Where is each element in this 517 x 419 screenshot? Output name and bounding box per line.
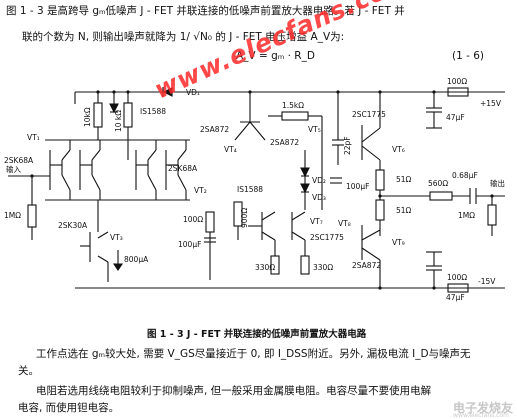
equation-number: (1 - 6) — [452, 50, 485, 62]
paragraph-1-line-1: 工作点选在 gₘ较大处, 需要 V_GS尽量接近于 0, 即 I_DSS附近。另… — [36, 348, 471, 360]
label-sk30a: 2SK30A — [58, 221, 88, 230]
paragraph-1: 工作点选在 gₘ较大处, 需要 V_GS尽量接近于 0, 即 I_DSS附近。另… — [18, 346, 506, 380]
label-2sc1775-b: 2SC1775 — [310, 233, 344, 242]
label-input: 输入 — [6, 164, 21, 174]
label-r560: 560Ω — [428, 179, 448, 188]
label-2sc1775-a: 2SC1775 — [352, 110, 386, 119]
label-r100-l: 100Ω — [183, 215, 203, 224]
label-is1588-b: IS1588 — [237, 185, 263, 194]
figure-caption: 图 1 - 3 J - FET 并联连接的低噪声前置放大器电路 — [147, 329, 367, 340]
paragraph-2-line-1: 电阻若选用线绕电阻较利于抑制噪声, 但一般采用金属膜电阻。电容尽量不要使用电解 — [36, 385, 432, 397]
label-r330-2: 330Ω — [313, 263, 333, 272]
label-r100-bot: 100Ω — [447, 273, 467, 282]
label-c22p: 22pF — [343, 136, 352, 155]
label-output: 输出 — [490, 178, 505, 188]
label-vd1: VD₁ — [186, 88, 200, 97]
label-c068: 0.68μF — [452, 171, 478, 180]
label-c47-bot: 47μF — [446, 293, 465, 302]
label-vt3: VT₃ — [110, 233, 123, 242]
circuit-schematic: VD₁ 100Ω +15V 47μF 10kΩ 10 kΩ IS1588 1.5… — [4, 77, 505, 302]
label-vt4: VT₄ — [224, 145, 237, 154]
paragraph-2-line-2: 电容, 而使用钽电容。 — [18, 402, 120, 414]
label-vt9: VT₉ — [392, 238, 405, 247]
label-vd2: VD₂ — [312, 176, 326, 185]
label-r100-top: 100Ω — [447, 77, 467, 86]
site-logo: 电子发烧友 — [452, 401, 513, 415]
label-2sa872-b: 2SA872 — [270, 138, 299, 147]
label-vt7: VT₇ — [310, 217, 323, 226]
paragraph-1-line-2: 关。 — [18, 365, 39, 377]
label-2sk68a-2: 2SK68A — [168, 164, 198, 173]
equation: A_V = gₘ · R_D — [236, 50, 315, 62]
intro-line-2: 联的个数为 N, 则输出噪声就降为 1/ √N₀ 的 J - FET 电压增益 … — [22, 31, 345, 43]
label-r1m-in: 1MΩ — [4, 211, 21, 220]
label-minus15v: -15V — [478, 277, 496, 286]
label-vt5: VT₅ — [308, 125, 321, 134]
label-2sk68a-1: 2SK68A — [4, 156, 34, 165]
label-vt1: VT₁ — [27, 133, 40, 142]
label-vt6: VT₆ — [392, 145, 405, 154]
label-vt8: VT₈ — [338, 219, 351, 228]
label-vd3: VD₃ — [312, 193, 326, 202]
paragraph-2: 电阻若选用线绕电阻较利于抑制噪声, 但一般采用金属膜电阻。电容尽量不要使用电解 … — [18, 383, 506, 417]
label-r900: 900Ω — [240, 208, 249, 228]
label-r330-1: 330Ω — [255, 263, 275, 272]
site-logo-url: www.elecfans.com — [453, 412, 509, 419]
label-c100-mid: 100μF — [346, 182, 369, 191]
label-plus15v: +15V — [480, 99, 502, 108]
label-is1588-a: IS1588 — [140, 107, 166, 116]
label-2sa872-a: 2SA872 — [200, 125, 229, 134]
label-2sa872-c: 2SA872 — [352, 261, 381, 270]
label-r51-2: 51Ω — [396, 206, 412, 215]
label-800ua: 800μA — [124, 255, 149, 264]
label-c100-l: 100μF — [178, 240, 201, 249]
label-r15k: 1.5kΩ — [282, 101, 304, 110]
intro-line-1: 图 1 - 3 是高跨导 gₘ低噪声 J - FET 并联连接的低噪声前置放大器… — [6, 5, 405, 17]
label-r10k: 10 kΩ — [114, 110, 123, 132]
label-r10: 10kΩ — [83, 107, 92, 127]
label-r1m-out: 1MΩ — [458, 211, 475, 220]
label-r51-1: 51Ω — [396, 175, 412, 184]
label-vt2: VT₂ — [194, 186, 207, 195]
label-c47-top: 47μF — [446, 113, 465, 122]
